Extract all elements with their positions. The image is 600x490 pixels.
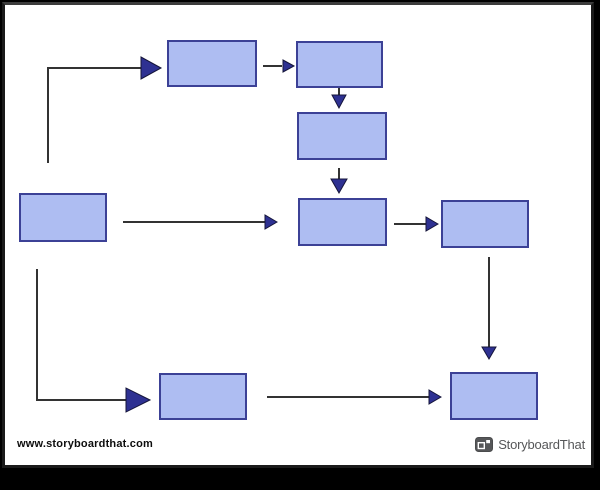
flow-node-3[interactable] [297,112,387,160]
flow-node-2[interactable] [296,41,383,88]
connector-line [47,67,141,163]
site-url: www.storyboardthat.com [17,438,154,450]
connector-node-2-to-3[interactable] [331,88,347,110]
flow-node-5[interactable] [441,200,529,248]
connector-elbow-to-node-1[interactable] [47,56,163,163]
arrowhead-icon [125,387,152,413]
connector-node-4-to-5[interactable] [394,216,439,232]
brand-logo: StoryboardThat [475,437,585,452]
connector-line [36,269,126,401]
brand-name: StoryboardThat [498,437,585,452]
flow-node-8[interactable] [450,372,538,420]
storyboard-frame-icon [475,437,494,452]
flow-node-1[interactable] [167,40,257,87]
flow-node-6[interactable] [19,193,107,242]
connector-node-3-to-4[interactable] [330,168,348,195]
arrowhead-icon [282,59,296,73]
connector-node-7-to-8[interactable] [267,389,442,405]
connector-node-5-to-8[interactable] [481,257,497,360]
arrowhead-icon [264,214,278,230]
flow-node-7[interactable] [159,373,247,420]
arrowhead-icon [481,346,497,360]
flow-node-4[interactable] [298,198,387,246]
arrowhead-icon [425,216,439,232]
connector-elbow-to-node-7[interactable] [36,269,152,413]
arrowhead-icon [331,94,347,110]
arrowhead-icon [140,56,163,80]
arrowhead-icon [330,178,348,195]
connector-node-1-to-2[interactable] [263,59,296,73]
connector-node-6-to-4[interactable] [123,214,278,230]
arrowhead-icon [428,389,442,405]
